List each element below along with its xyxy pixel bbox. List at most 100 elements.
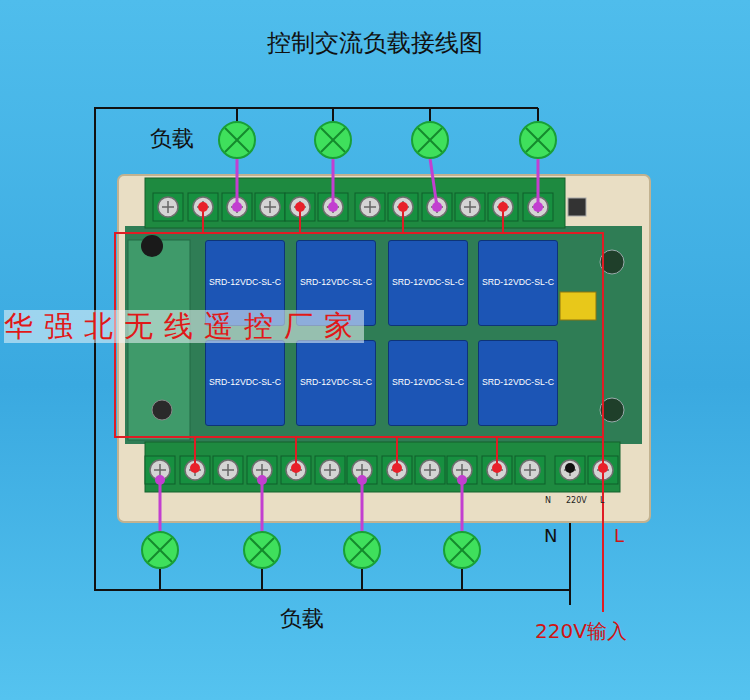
load-dot: [257, 475, 267, 485]
screw-slot: [429, 464, 431, 476]
terminal: [347, 456, 377, 484]
screw-slot: [361, 464, 363, 476]
live-label: L: [614, 526, 624, 547]
screw-slot: [469, 201, 471, 213]
relay-model: SRD-12VDC-SL-C: [482, 378, 554, 388]
lamp: [444, 532, 480, 568]
lamp-cross: [148, 538, 172, 562]
neutral-label: N: [544, 526, 557, 547]
terminal-label: 220V: [566, 496, 587, 505]
lamp-cross: [148, 538, 172, 562]
relay: SRD-12VDC-SL-C: [205, 340, 285, 426]
learn-button: [568, 198, 586, 216]
live-dot: [198, 202, 208, 212]
terminal-label: L: [600, 496, 604, 505]
lamp-cross: [225, 128, 249, 152]
lamp: [412, 122, 448, 158]
terminal: [515, 456, 545, 484]
screw-head: [185, 460, 205, 480]
lamp: [219, 122, 255, 158]
lamp: [344, 532, 380, 568]
live-dot: [190, 463, 200, 473]
screw-head: [460, 197, 480, 217]
live-dot: [392, 463, 402, 473]
screw-slot: [529, 464, 531, 476]
load-dot: [533, 202, 543, 212]
terminal: [555, 456, 585, 484]
screw-head: [218, 460, 238, 480]
relay-model: SRD-12VDC-SL-C: [392, 378, 464, 388]
terminal: [247, 456, 277, 484]
terminal: [455, 193, 485, 221]
lamp: [142, 532, 178, 568]
screw-head: [320, 460, 340, 480]
relay-model: SRD-12VDC-SL-C: [209, 378, 281, 388]
capacitor: [152, 400, 172, 420]
relay-model: SRD-12VDC-SL-C: [300, 278, 372, 288]
terminal: [255, 193, 285, 221]
lamp: [520, 122, 556, 158]
housing: [118, 175, 650, 522]
screw-slot: [369, 201, 371, 213]
screw-head: [286, 460, 306, 480]
relay-model: SRD-12VDC-SL-C: [209, 278, 281, 288]
watermark: 华强北无线遥控厂家: [4, 310, 364, 343]
relay: SRD-12VDC-SL-C: [388, 240, 468, 326]
screw-slot: [461, 464, 463, 476]
screw-head: [420, 460, 440, 480]
relay-model: SRD-12VDC-SL-C: [300, 378, 372, 388]
load-label: 负载: [150, 126, 194, 151]
terminal: [447, 456, 477, 484]
terminal: [153, 193, 183, 221]
screw-slot: [227, 464, 229, 476]
terminal-label: N: [545, 496, 551, 505]
terminal: [315, 456, 345, 484]
screw-slot: [261, 464, 263, 476]
lamp-cross: [418, 128, 442, 152]
screw-head: [260, 197, 280, 217]
terminal-block: [145, 442, 620, 492]
lamp-cross: [250, 538, 274, 562]
load-dot: [357, 475, 367, 485]
load-dot: [457, 475, 467, 485]
load-dot: [432, 202, 442, 212]
lamp-cross: [321, 128, 345, 152]
screw-head: [387, 460, 407, 480]
relay: SRD-12VDC-SL-C: [388, 340, 468, 426]
lamp: [244, 532, 280, 568]
lamp-cross: [526, 128, 550, 152]
live-dot: [498, 202, 508, 212]
lamp: [315, 122, 351, 158]
lamp-cross: [450, 538, 474, 562]
screw-slot: [329, 464, 331, 476]
screw-head: [560, 460, 580, 480]
screw-head: [158, 197, 178, 217]
title: 控制交流负载接线图: [267, 30, 483, 58]
live-dot: [295, 202, 305, 212]
lamp-cross: [350, 538, 374, 562]
screw-head: [487, 460, 507, 480]
screw-slot: [159, 464, 161, 476]
live-dot: [598, 463, 608, 473]
neutral-dot: [565, 463, 575, 473]
load-label: 负载: [280, 606, 324, 631]
lamp-cross: [225, 128, 249, 152]
transformer: [560, 292, 596, 320]
screw-slot: [167, 201, 169, 213]
relay-model: SRD-12VDC-SL-C: [392, 278, 464, 288]
lamp-cross: [250, 538, 274, 562]
live-dot: [398, 202, 408, 212]
lamp-cross: [350, 538, 374, 562]
relay-model: SRD-12VDC-SL-C: [482, 278, 554, 288]
relay: SRD-12VDC-SL-C: [478, 240, 558, 326]
terminal: [415, 456, 445, 484]
terminal: [145, 456, 175, 484]
live-dot: [492, 463, 502, 473]
lamp-cross: [321, 128, 345, 152]
lamp-cross: [526, 128, 550, 152]
input-label: 220V输入: [535, 620, 627, 643]
screw-slot: [269, 201, 271, 213]
screw-head: [520, 460, 540, 480]
relay: SRD-12VDC-SL-C: [478, 340, 558, 426]
